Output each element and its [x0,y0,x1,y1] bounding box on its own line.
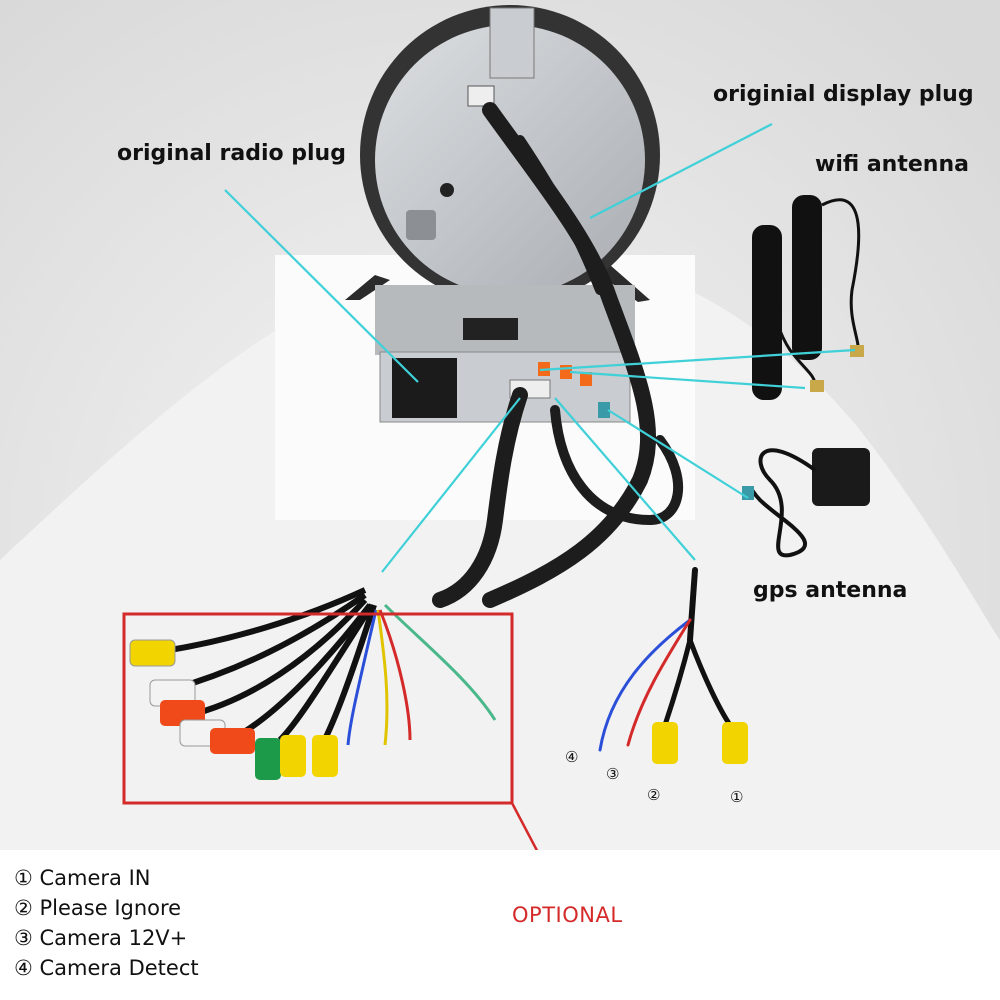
connector-number-3: ③ [606,765,620,783]
pointer-radio-plug [224,189,419,383]
pointer-lines [224,123,856,573]
rca-cable-bundle [129,587,497,780]
optional-box [122,612,514,805]
connector-number-1: ① [730,788,744,806]
white-cloth [0,249,1000,860]
legend-item-camera-in: ① Camera IN [14,866,151,890]
legend-item-camera-12v: ③ Camera 12V+ [14,926,188,950]
pointer-wifi-antenna-2 [569,370,806,390]
pointer-gps-antenna [607,409,749,499]
legend-item-camera-detect: ④ Camera Detect [14,956,199,980]
legend-item-please-ignore: ② Please Ignore [14,896,182,920]
pointer-display-plug [589,123,773,219]
connector-number-2: ② [647,786,661,804]
label-display-plug: originial display plug [713,82,974,107]
label-wifi-antenna: wifi antenna [815,152,969,177]
pointer-wifi-antenna-1 [539,348,856,372]
braided-harness [432,102,684,608]
head-unit-box [375,285,635,423]
optional-label: OPTIONAL [512,903,623,927]
label-gps-antenna: gps antenna [753,578,908,603]
label-radio-plug: original radio plug [117,141,346,166]
caption-band [0,850,1000,1000]
camera-cable [598,567,748,764]
connector-number-4: ④ [565,748,579,766]
pointer-rca-harness [381,397,521,573]
gps-antenna-photo [742,448,870,558]
pointer-camera-cable [554,397,696,561]
